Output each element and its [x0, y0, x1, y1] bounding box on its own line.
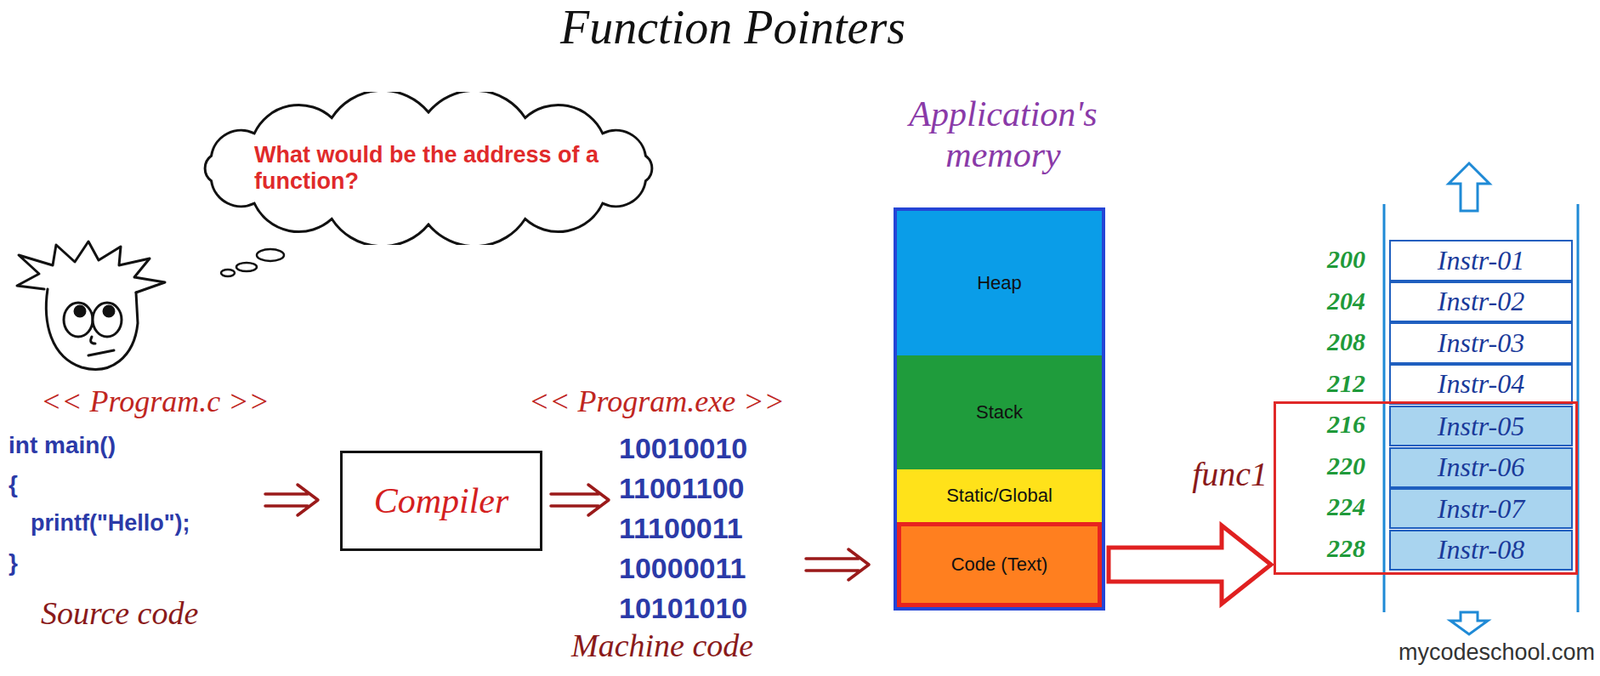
function-region: func1Instr-05Instr-06Instr-07Instr-08: [1273, 401, 1578, 575]
node-heading: Application's memory: [862, 93, 1144, 176]
nose: [90, 336, 96, 344]
cartoon-face: [17, 241, 165, 369]
node-label: Heap: [976, 272, 1022, 294]
memory-block: Application's memoryHeapStackStatic/Glob…: [893, 207, 1106, 611]
memory-address: 208: [1327, 327, 1366, 358]
pupil: [103, 306, 114, 317]
machine-code-line: 10000011: [618, 551, 746, 585]
memory-address: 216: [1327, 409, 1366, 440]
instruction-cell: Instr-02: [1389, 281, 1573, 324]
code-text-segment: Code (Text): [896, 521, 1102, 608]
node-label: Instr-07: [1437, 493, 1525, 525]
down-arrow: [1450, 612, 1488, 635]
source-code-line: {: [8, 470, 18, 499]
double-arrow: [805, 549, 869, 580]
node-label: Instr-01: [1437, 244, 1525, 277]
instruction-cell: Instr-07: [1389, 487, 1573, 529]
memory-column-rail: [1384, 204, 1578, 613]
block-arrow: [1108, 525, 1271, 604]
machine-code-line: 11100011: [618, 511, 744, 545]
node-label: Instr-02: [1437, 285, 1525, 318]
machine-code-line: 10010010: [618, 431, 748, 466]
memory-address: 224: [1327, 492, 1366, 522]
memory-address: 200: [1327, 244, 1366, 275]
source-code-line: }: [8, 549, 18, 577]
file-name: << Program.c >>: [40, 384, 270, 420]
instruction-cell: Instr-04: [1389, 363, 1573, 406]
eye: [63, 302, 93, 337]
file-name: << Program.exe >>: [528, 384, 785, 420]
thought-bubble: [236, 262, 257, 272]
node-label: Instr-04: [1437, 368, 1525, 400]
caption-label: Machine code: [571, 627, 754, 665]
instruction-cell: Instr-03: [1389, 322, 1573, 364]
memory-address: 204: [1327, 286, 1366, 317]
instruction-cell: Instr-05: [1389, 405, 1573, 447]
thought-cloud: What would be the address of a function?: [183, 91, 674, 245]
node-label: Code (Text): [951, 553, 1049, 575]
double-arrow: [265, 484, 318, 516]
node-label: Compiler: [374, 480, 510, 522]
memory-address: 228: [1327, 533, 1366, 564]
up-arrow: [1448, 163, 1490, 211]
eye: [92, 302, 122, 337]
heap-segment: Heap: [896, 210, 1102, 356]
stack-segment: Stack: [896, 355, 1102, 470]
double-arrow: [550, 484, 609, 516]
thought-bubble: [221, 269, 235, 277]
watermark: mycodeschool.com: [1398, 639, 1595, 666]
memory-address: 220: [1327, 451, 1366, 482]
pupil: [74, 306, 86, 317]
node-label: What would be the address of a function?: [254, 141, 603, 195]
node-label: Instr-06: [1437, 451, 1525, 483]
compiler-box: Compiler: [340, 450, 543, 551]
node-label: Instr-05: [1437, 410, 1525, 443]
instruction-cell: Instr-01: [1389, 239, 1573, 282]
hair: [17, 241, 165, 293]
caption-label: Source code: [40, 595, 199, 633]
instruction-cell: Instr-08: [1389, 529, 1573, 571]
memory-address: 212: [1327, 368, 1366, 399]
instruction-cell: Instr-06: [1389, 447, 1573, 488]
node-heading: func1: [1148, 454, 1268, 494]
title: Function Pointers: [560, 0, 906, 55]
source-code-line: int main(): [8, 431, 116, 460]
node-label: Static/Global: [946, 484, 1053, 506]
node-label: Instr-03: [1437, 327, 1525, 359]
thought-bubble: [256, 249, 284, 261]
mouth: [88, 350, 114, 356]
cloud-outline: [204, 91, 653, 245]
machine-code-line: 11001100: [618, 471, 745, 505]
node-label: Instr-08: [1437, 533, 1525, 566]
static-global-segment: Static/Global: [896, 469, 1102, 522]
node-label: Stack: [975, 401, 1023, 423]
head-outline: [45, 289, 138, 369]
source-code-line: printf("Hello");: [30, 510, 191, 537]
machine-code-line: 10101010: [618, 591, 748, 625]
